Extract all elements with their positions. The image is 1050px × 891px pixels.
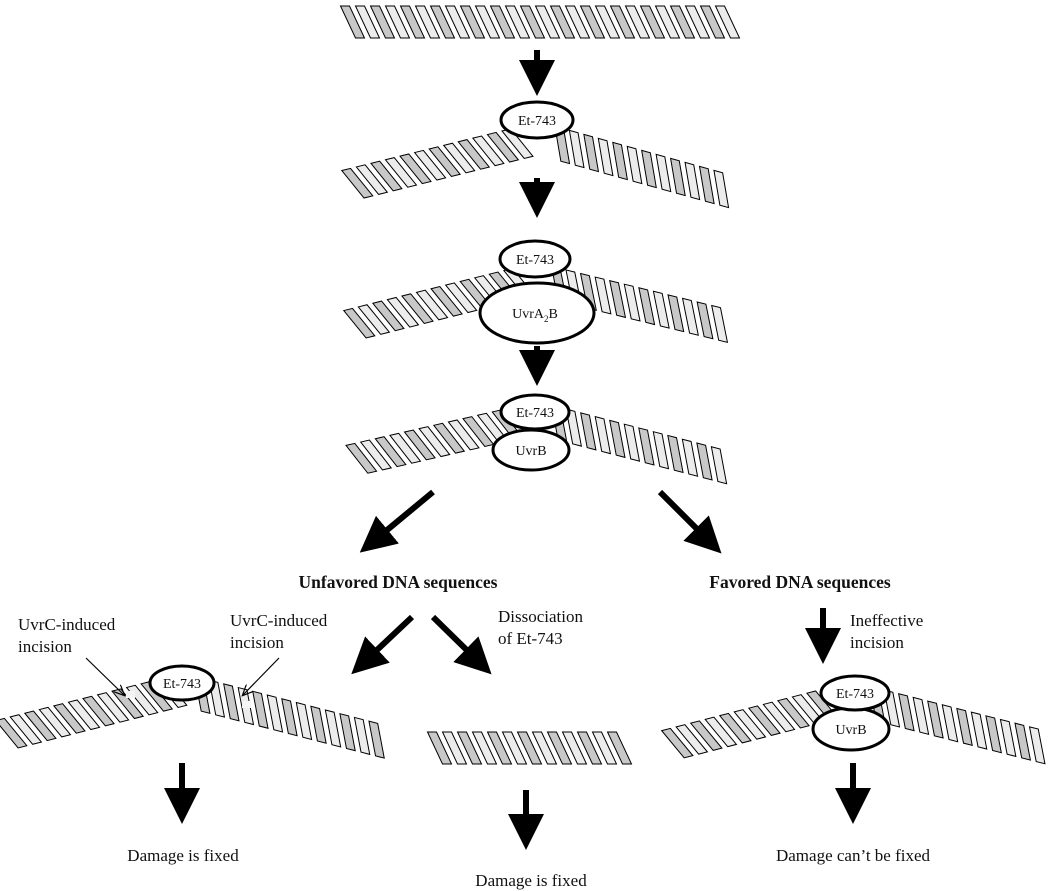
outcome-right: Damage can’t be fixed (776, 846, 931, 865)
dna-helix-favored-left (660, 686, 854, 759)
outcome-middle: Damage is fixed (475, 871, 587, 890)
dna-helix-straight-top (339, 5, 741, 39)
ineffective-label: Ineffective incision (850, 611, 928, 652)
et743-oval (819, 674, 891, 712)
dna-helix-incision-right (193, 675, 385, 759)
dna-helix-stage4-right (551, 404, 728, 485)
incision-nick-right (242, 701, 251, 708)
et743-oval (499, 393, 571, 431)
et743-label: Et-743 (163, 677, 201, 692)
favored-complex: UvrB Et-743 (811, 674, 891, 752)
outcome-left: Damage is fixed (127, 846, 239, 865)
uvra2b-oval (478, 281, 596, 345)
arrow-to-dissociation (430, 614, 492, 675)
et743-oval (498, 239, 572, 279)
incision-pointer-left (85, 657, 124, 695)
stage4-complex: UvrB Et-743 (491, 393, 571, 472)
arrow-to-incision (351, 614, 415, 675)
et743-oval (148, 664, 216, 702)
incision-pointer-right (243, 657, 280, 695)
incision-label-right: UvrC-induced incision (230, 611, 332, 652)
arrow-to-unfavored (359, 489, 435, 553)
incision-nick-left (126, 691, 135, 698)
incision-pointers (85, 657, 280, 695)
arrow-to-favored (657, 489, 722, 554)
et743-label: Et-743 (518, 114, 556, 129)
stage2-complex: Et-743 (499, 100, 575, 140)
incision-label-left: UvrC-induced incision (18, 615, 120, 656)
uvrb-label: UvrB (515, 444, 546, 459)
et743-oval (499, 100, 575, 140)
et743-label: Et-743 (516, 406, 554, 421)
stage3-complex: UvrA2B Et-743 (478, 239, 596, 345)
et743-label: Et-743 (836, 687, 874, 702)
process-arrows (164, 50, 871, 850)
uvra2b-label: UvrA2B (512, 307, 558, 324)
uvrb-label: UvrB (835, 723, 866, 738)
favored-heading: Favored DNA sequences (709, 572, 891, 592)
et743-label: Et-743 (516, 253, 554, 268)
incised-complex: Et-743 (148, 664, 216, 702)
dna-helix-stage2-right (554, 125, 730, 209)
dissociation-label: Dissociation of Et-743 (498, 607, 587, 648)
dna-helix-released (426, 731, 633, 765)
unfavored-heading: Unfavored DNA sequences (299, 572, 498, 592)
dna-helix-stage2-left (340, 128, 534, 199)
